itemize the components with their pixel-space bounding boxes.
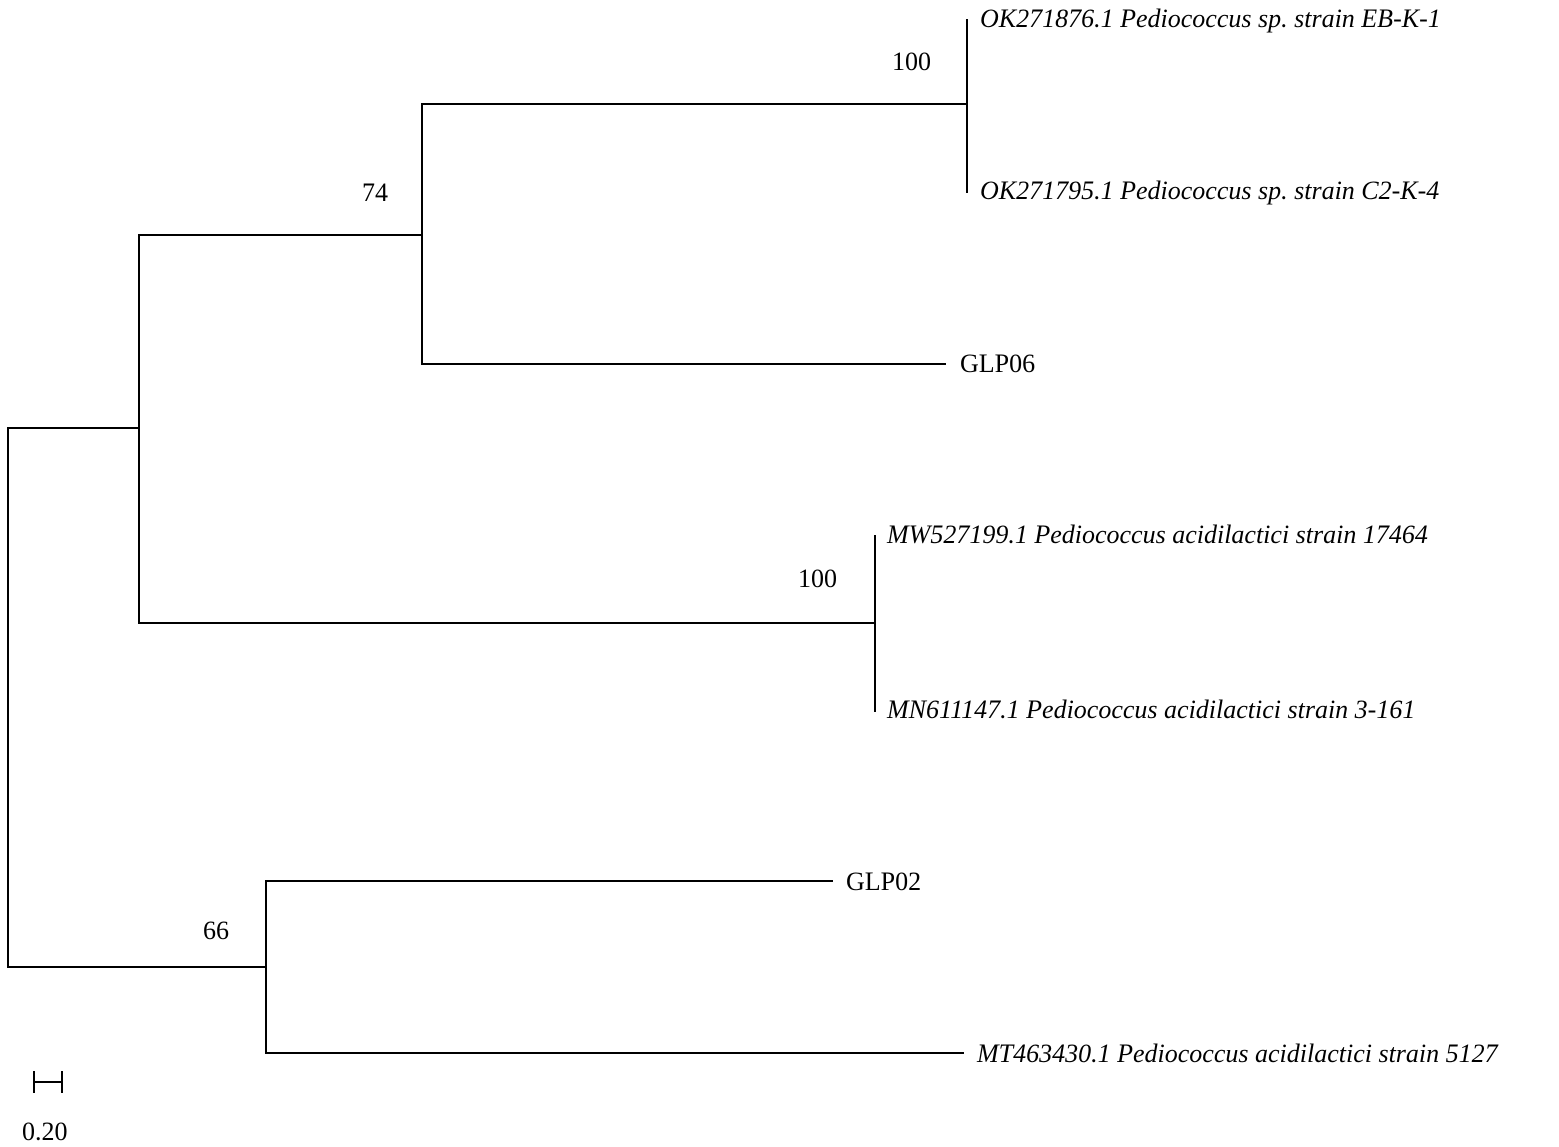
taxon-label-glp02: GLP02: [846, 867, 921, 896]
scale-bar-label: 0.20: [22, 1117, 68, 1146]
taxon-label-mn611147: MN611147.1 Pediococcus acidilactici stra…: [886, 695, 1415, 724]
taxon-label-ok271876: OK271876.1 Pediococcus sp. strain EB-K-1: [980, 4, 1441, 33]
tree-branches: [7, 19, 968, 1054]
support-value-lower-node: 66: [203, 916, 229, 945]
taxon-labels: OK271876.1 Pediococcus sp. strain EB-K-1…: [846, 4, 1499, 1068]
taxon-label-ok271795: OK271795.1 Pediococcus sp. strain C2-K-4: [980, 176, 1439, 205]
support-values: 100 74 100 66: [203, 47, 931, 945]
support-value-acidilactici-node: 100: [798, 564, 837, 593]
scale-bar: 0.20: [22, 1071, 68, 1146]
support-value-node-74: 74: [362, 178, 388, 207]
taxon-label-mt463430: MT463430.1 Pediococcus acidilactici stra…: [976, 1039, 1499, 1068]
support-value-ok-node: 100: [892, 47, 931, 76]
taxon-label-glp06: GLP06: [960, 349, 1035, 378]
taxon-label-mw527199: MW527199.1 Pediococcus acidilactici stra…: [886, 520, 1428, 549]
